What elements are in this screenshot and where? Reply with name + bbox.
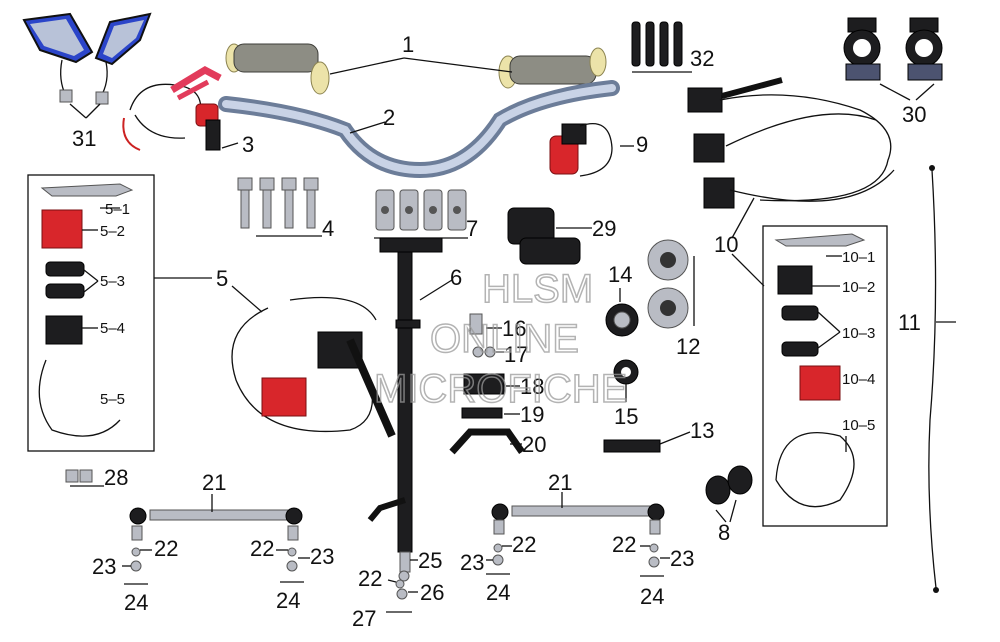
label-8: 8 (718, 520, 730, 545)
steering-stem (367, 237, 443, 573)
throttle-housing (507, 207, 581, 265)
label-5-5: 5–5 (100, 391, 125, 408)
handlebar-grips (225, 43, 607, 95)
label-12: 12 (676, 334, 700, 359)
label-10: 10 (714, 232, 738, 257)
box-5-parts (38, 183, 134, 437)
label-23c: 23 (460, 550, 484, 575)
label-9: 9 (636, 132, 648, 157)
label-13: 13 (690, 418, 714, 443)
label-29: 29 (592, 216, 616, 241)
bracket-13 (603, 439, 661, 453)
bar-clamps (375, 189, 467, 231)
label-10-3: 10–3 (842, 325, 875, 342)
label-3: 3 (242, 132, 254, 157)
pins-32 (631, 21, 683, 67)
label-2: 2 (383, 105, 395, 130)
watermark-line-3: MICROFICHE (374, 367, 627, 411)
label-22e: 22 (612, 532, 636, 557)
label-14: 14 (608, 262, 632, 287)
label-26: 26 (420, 580, 444, 605)
box-10-parts (774, 233, 866, 508)
label-25: 25 (418, 548, 442, 573)
label-23a: 23 (92, 554, 116, 579)
label-31: 31 (72, 126, 96, 151)
label-17: 17 (504, 342, 528, 367)
label-11: 11 (898, 310, 921, 335)
tie-rod-left (129, 507, 303, 541)
label-22a: 22 (154, 536, 178, 561)
label-28: 28 (104, 465, 128, 490)
label-24d: 24 (640, 584, 664, 609)
tie-rod-right (491, 503, 665, 535)
label-16: 16 (502, 316, 526, 341)
bearing-and-seal (605, 303, 639, 385)
label-20: 20 (522, 432, 546, 457)
label-22c: 22 (358, 566, 382, 591)
handlebar-switch (549, 122, 613, 177)
brake-assembly-10 (687, 77, 895, 209)
label-18: 18 (520, 374, 544, 399)
label-4: 4 (322, 216, 334, 241)
label-24c: 24 (486, 580, 510, 605)
label-23b: 23 (310, 544, 334, 569)
label-5-1: 5–1 (105, 201, 130, 218)
label-24b: 24 (276, 588, 300, 613)
watermark-line-1: HLSM (482, 267, 593, 311)
label-10-2: 10–2 (842, 279, 875, 296)
label-5-3: 5–3 (100, 273, 125, 290)
label-32: 32 (690, 46, 714, 71)
label-10-5: 10–5 (842, 417, 875, 434)
label-21b: 21 (548, 470, 572, 495)
label-30: 30 (902, 102, 926, 127)
label-10-1: 10–1 (842, 249, 875, 266)
bar-end-caps (705, 465, 753, 505)
mirrors (22, 12, 152, 105)
throttle-cable (928, 169, 937, 589)
label-22d: 22 (512, 532, 536, 557)
label-5-2: 5–2 (100, 223, 125, 240)
box-5 (27, 174, 155, 452)
mount-clamps (843, 17, 943, 81)
brake-assembly-5 (231, 296, 396, 438)
label-19: 19 (520, 402, 544, 427)
bearings-12 (647, 239, 689, 329)
label-23d: 23 (670, 546, 694, 571)
small-parts-16-20 (449, 313, 525, 455)
label-27: 27 (352, 606, 376, 631)
label-15: 15 (614, 404, 638, 429)
label-1: 1 (402, 32, 414, 57)
label-7: 7 (466, 216, 478, 241)
watermark-line-2: ONLINE (430, 317, 579, 361)
label-24a: 24 (124, 590, 148, 615)
label-10-4: 10–4 (842, 371, 875, 388)
label-5-4: 5–4 (100, 320, 125, 337)
kill-switch (122, 65, 222, 151)
label-5: 5 (216, 266, 228, 291)
box-10 (762, 225, 888, 527)
bolt-28 (65, 469, 93, 483)
label-22b: 22 (250, 536, 274, 561)
label-21a: 21 (202, 470, 226, 495)
label-6: 6 (450, 265, 462, 290)
bolts-4 (237, 177, 319, 229)
